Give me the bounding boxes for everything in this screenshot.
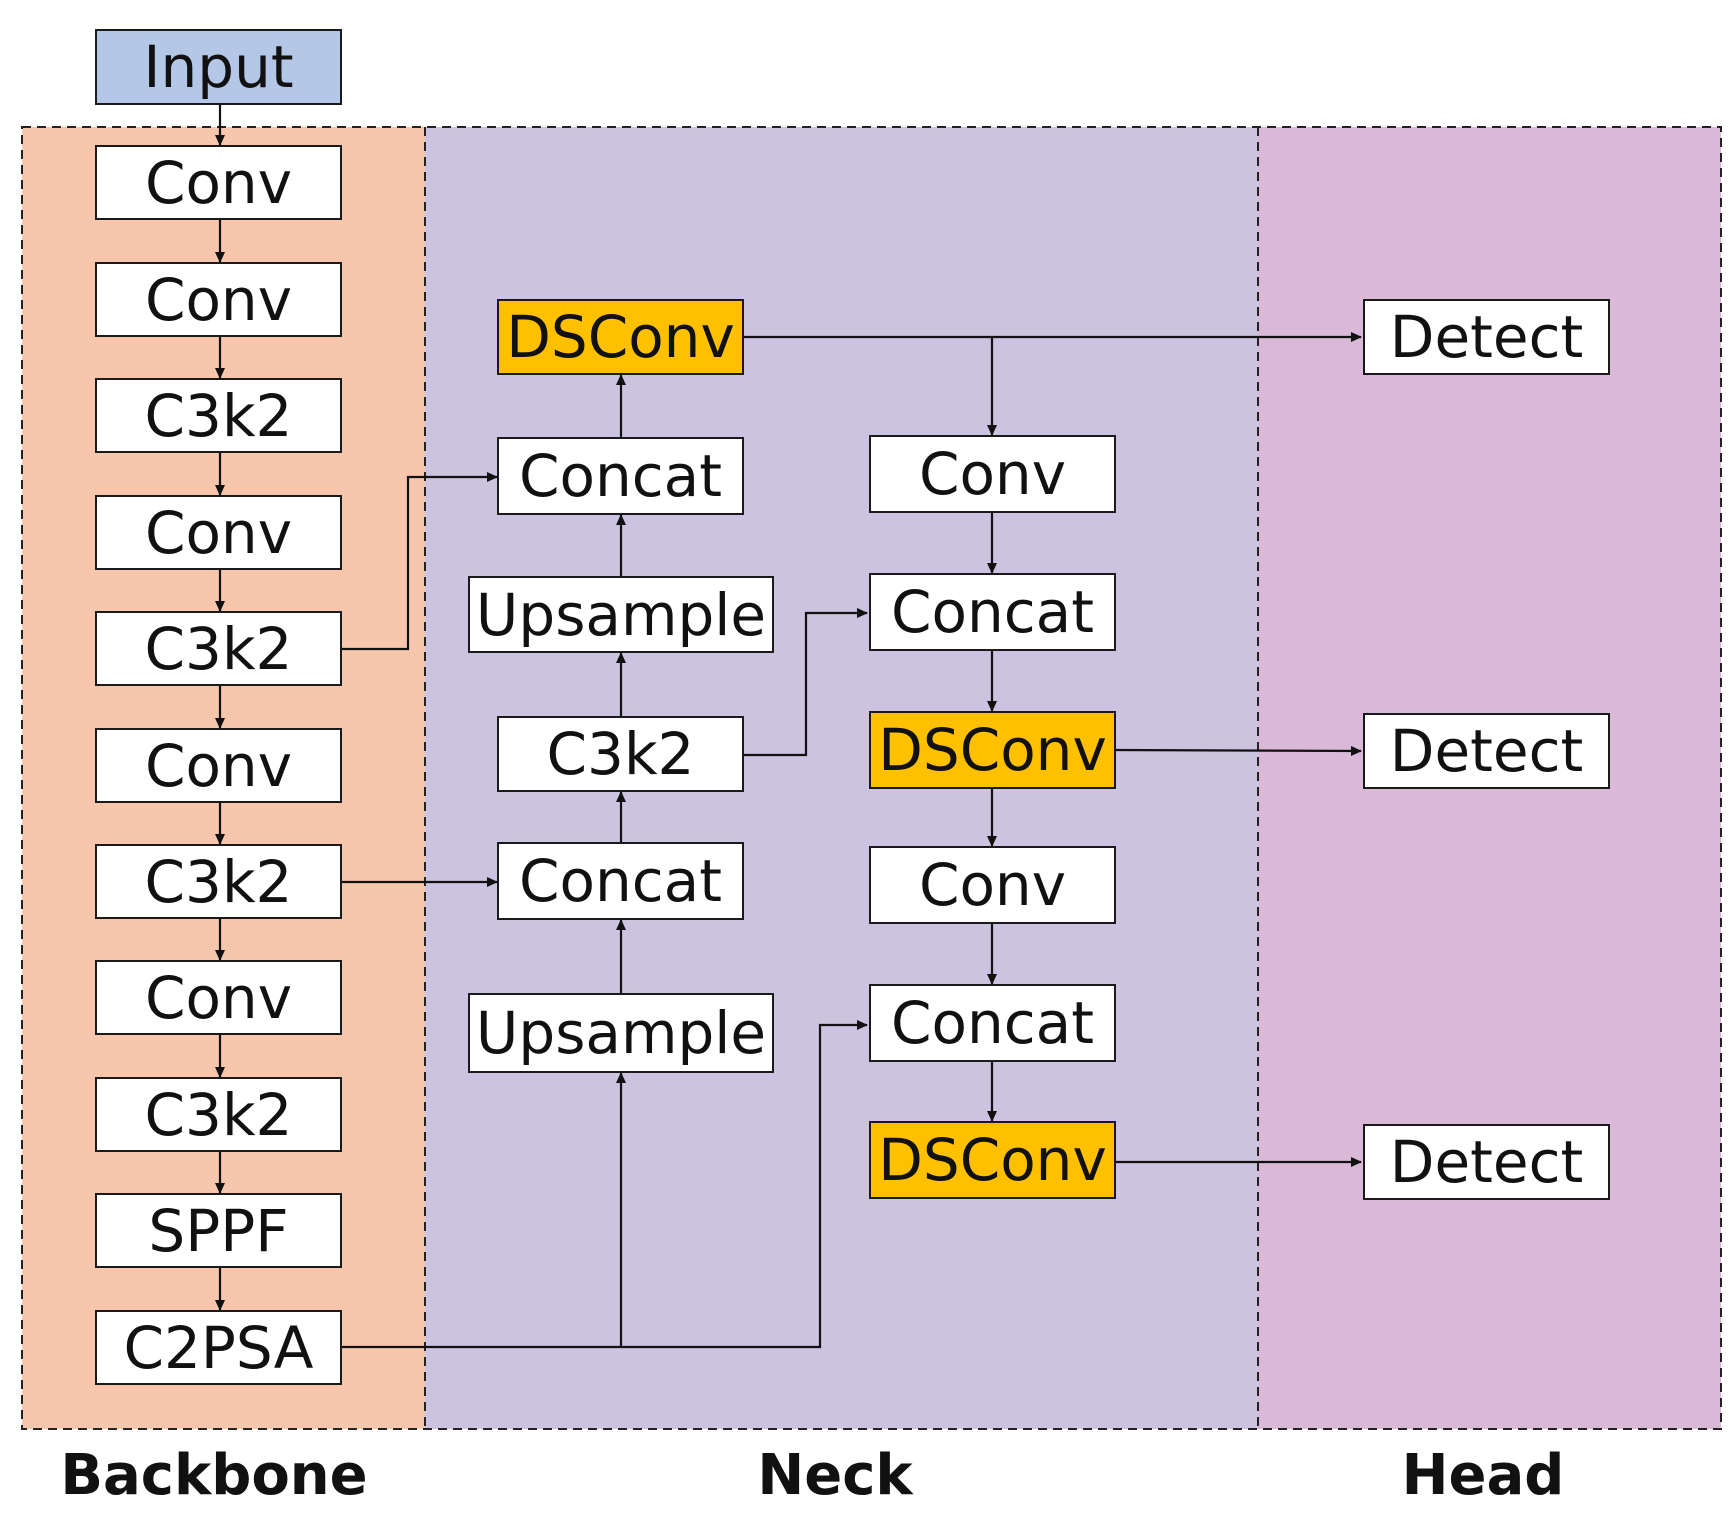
head-detect-2: Detect [1363,713,1610,789]
neck-concat-1: Concat [497,437,744,515]
neck-concat-3: Concat [869,573,1116,651]
backbone-conv-4: Conv [95,728,342,803]
backbone-label: Backbone [60,1443,368,1508]
neck-c3k2: C3k2 [497,716,744,792]
backbone-c3k2-2: C3k2 [95,611,342,686]
backbone-conv-3: Conv [95,495,342,570]
arrow-c3k2-to-concat1 [342,472,498,651]
backbone-conv-2: Conv [95,262,342,337]
backbone-c3k2-1: C3k2 [95,378,342,453]
neck-dsconv-mid: DSConv [869,711,1116,789]
neck-dsconv-top: DSConv [497,299,744,375]
head-label: Head [1401,1443,1565,1508]
arrow-dsconv-detect2 [1113,745,1362,756]
head-detect-3: Detect [1363,1124,1610,1200]
arrow-c2psa-to-concat4 [342,1020,868,1349]
backbone-sppf: SPPF [95,1193,342,1268]
neck-conv-1: Conv [869,435,1116,513]
backbone-c3k2-3: C3k2 [95,844,342,919]
neck-label: Neck [757,1443,913,1508]
backbone-c3k2-4: C3k2 [95,1077,342,1152]
backbone-c2psa: C2PSA [95,1310,342,1385]
backbone-conv-1: Conv [95,145,342,220]
neck-upsample-2: Upsample [468,993,774,1073]
head-detect-1: Detect [1363,299,1610,375]
neck-concat-4: Concat [869,984,1116,1062]
neck-conv-2: Conv [869,846,1116,924]
neck-upsample-1: Upsample [468,576,774,653]
input-node: Input [95,29,342,105]
neck-concat-2: Concat [497,842,744,920]
neck-dsconv-bottom: DSConv [869,1121,1116,1199]
arrow-c3k2-to-concat3 [744,608,868,757]
backbone-conv-5: Conv [95,960,342,1035]
